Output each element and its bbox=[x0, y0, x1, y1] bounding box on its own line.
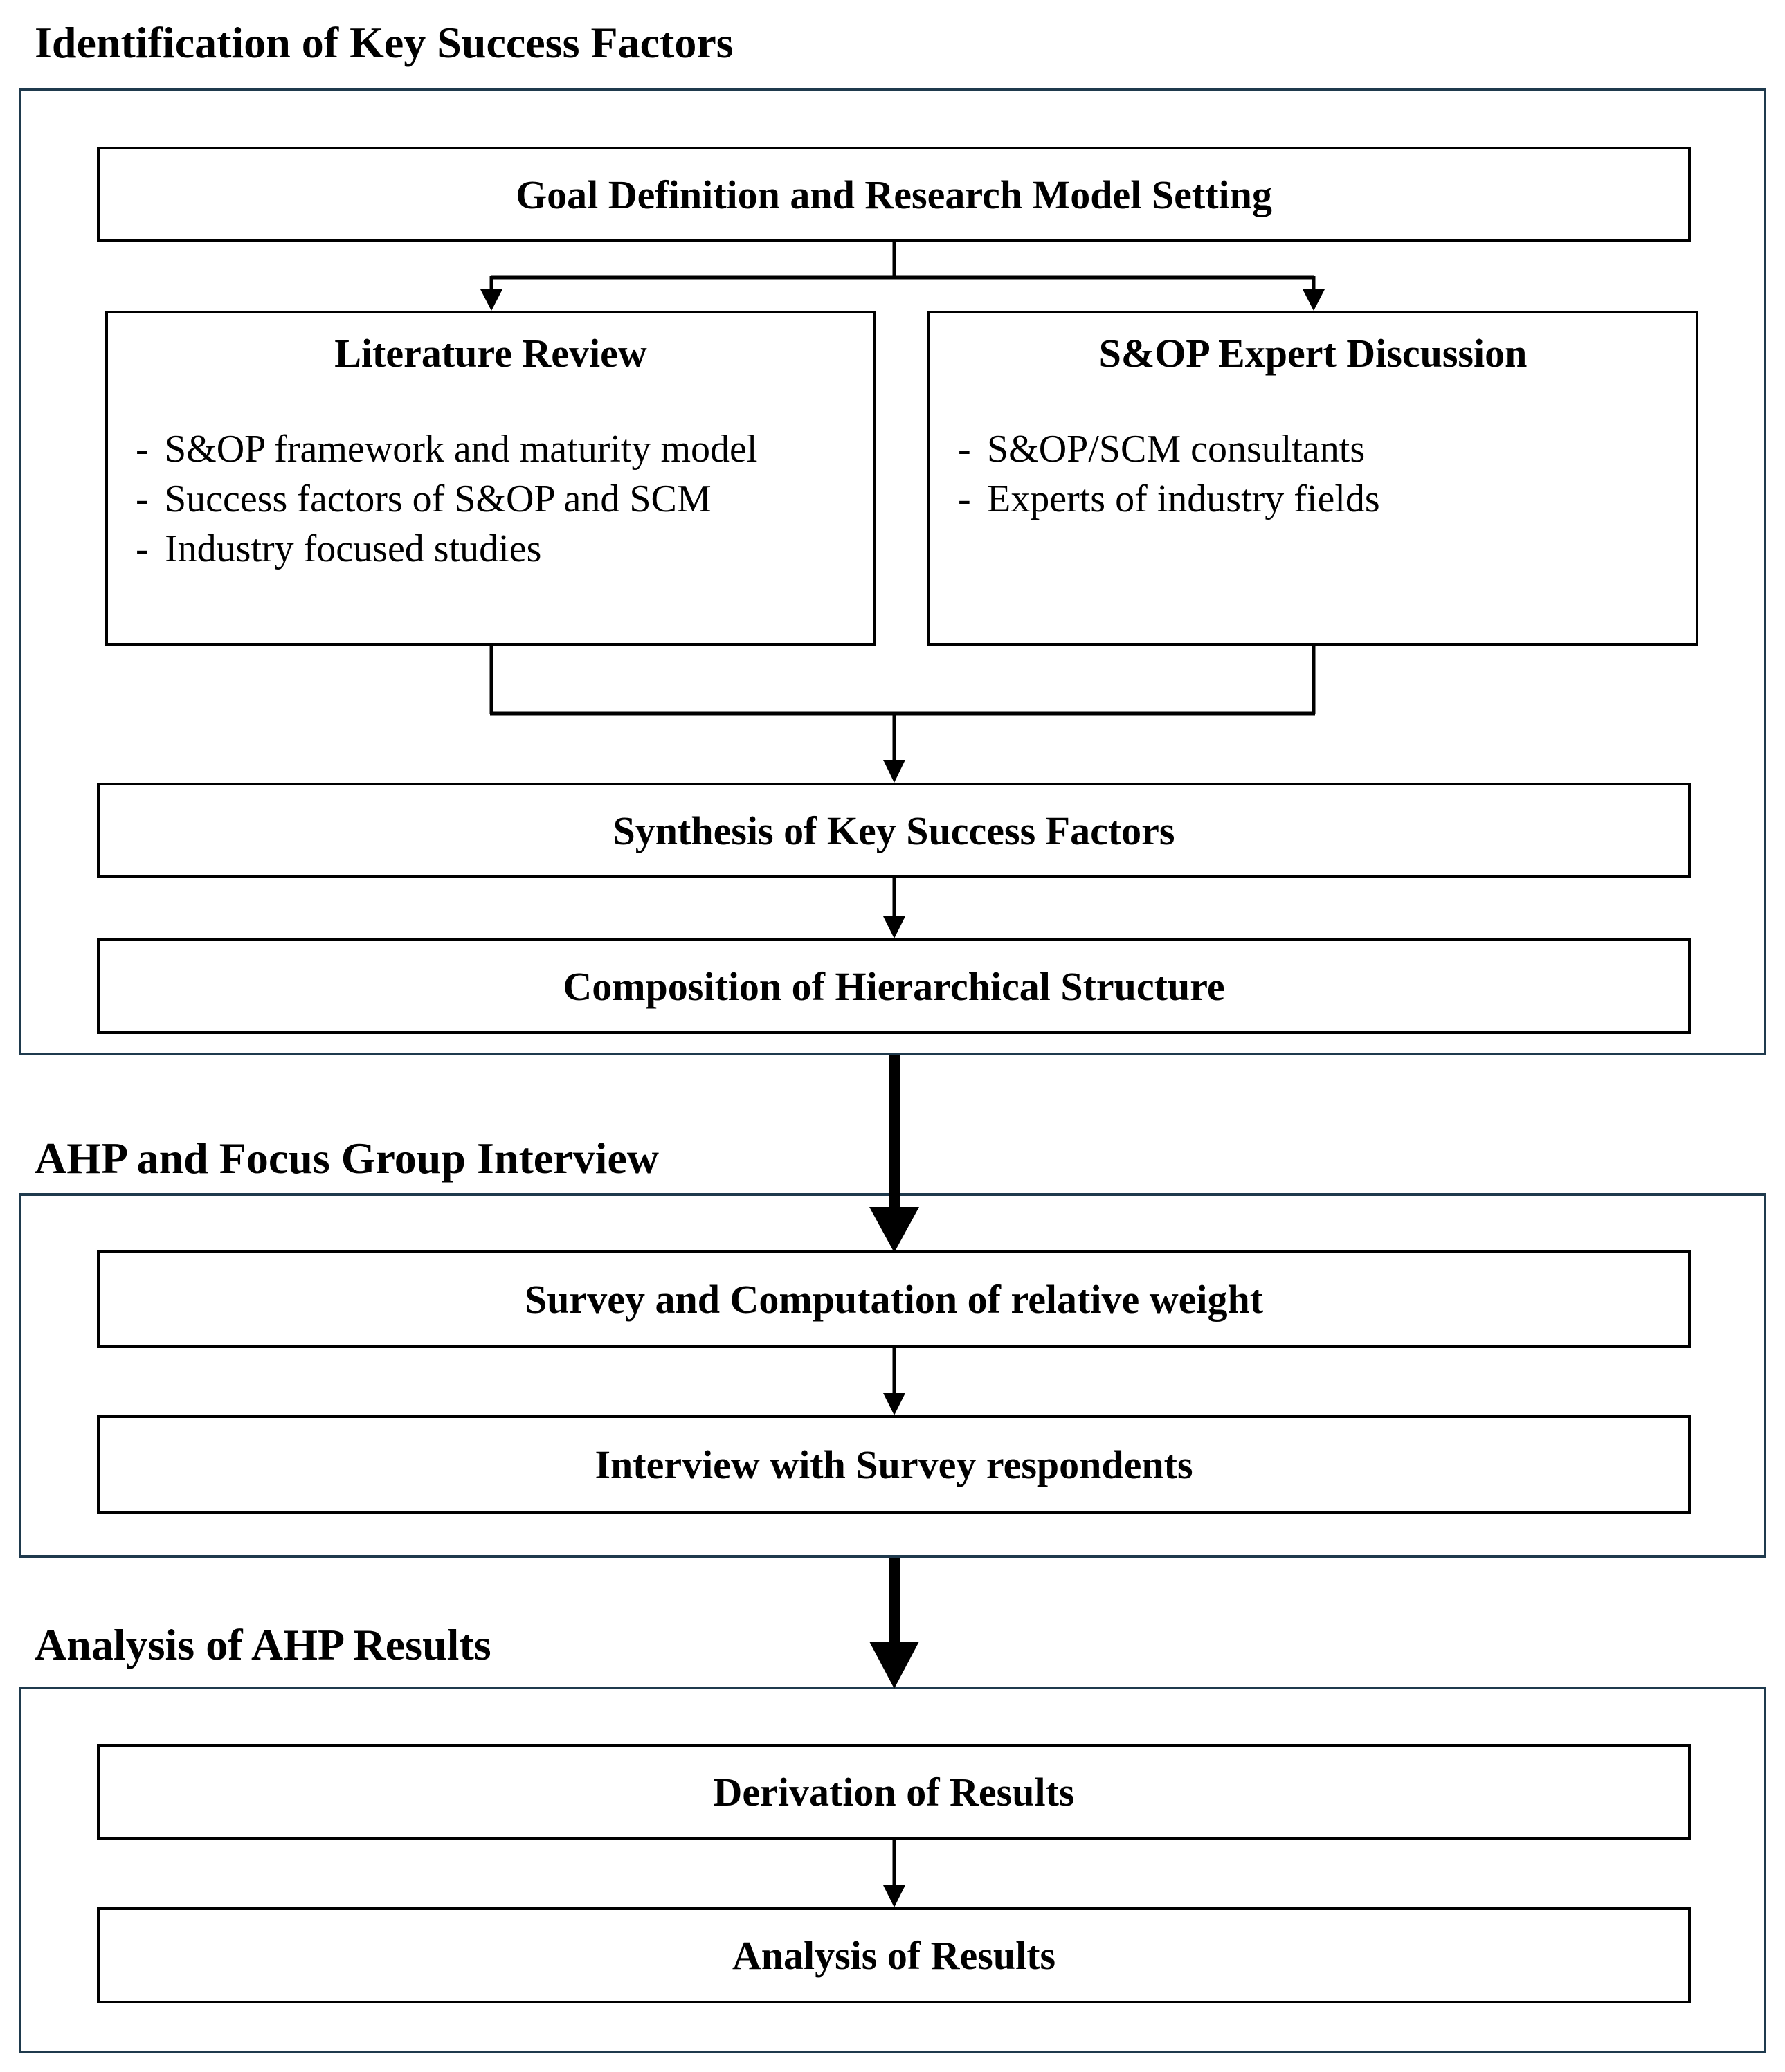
synthesis-box: Synthesis of Key Success Factors bbox=[97, 783, 1691, 878]
section-title-identification: Identification of Key Success Factors bbox=[35, 18, 734, 67]
literature-review-list: -S&OP framework and maturity model -Succ… bbox=[136, 424, 760, 574]
list-item: -Industry focused studies bbox=[136, 527, 542, 570]
expert-discussion-title: S&OP Expert Discussion bbox=[1098, 331, 1528, 376]
analysis-frame bbox=[19, 1687, 1766, 2053]
arrow-to-synthesis bbox=[883, 760, 905, 783]
arrow-to-survey bbox=[869, 1207, 919, 1253]
list-item: -Experts of industry fields bbox=[958, 478, 1380, 520]
arrow-to-composition bbox=[883, 916, 905, 938]
survey-box: Survey and Computation of relative weigh… bbox=[97, 1250, 1691, 1348]
arrow-to-analysis-section bbox=[869, 1642, 919, 1689]
arrow-to-analysis-results bbox=[883, 1885, 905, 1907]
list-item: -S&OP/SCM consultants bbox=[958, 428, 1366, 471]
expert-discussion-list: -S&OP/SCM consultants -Experts of indust… bbox=[958, 424, 1380, 524]
composition-box: Composition of Hierarchical Structure bbox=[97, 938, 1691, 1034]
list-item: -S&OP framework and maturity model bbox=[136, 428, 758, 471]
expert-discussion-box: S&OP Expert Discussion -S&OP/SCM consult… bbox=[927, 311, 1698, 646]
derivation-box: Derivation of Results bbox=[97, 1744, 1691, 1840]
literature-review-box: Literature Review -S&OP framework and ma… bbox=[105, 311, 876, 646]
analysis-results-box: Analysis of Results bbox=[97, 1907, 1691, 2003]
goal-definition-box: Goal Definition and Research Model Setti… bbox=[97, 147, 1691, 242]
interview-box: Interview with Survey respondents bbox=[97, 1415, 1691, 1514]
section-title-analysis: Analysis of AHP Results bbox=[35, 1620, 491, 1669]
arrow-to-expert bbox=[1303, 289, 1325, 311]
literature-review-title: Literature Review bbox=[334, 331, 647, 376]
section-title-ahp: AHP and Focus Group Interview bbox=[35, 1134, 659, 1183]
arrow-to-literature bbox=[480, 289, 502, 311]
identification-frame bbox=[19, 88, 1766, 1055]
list-item: -Success factors of S&OP and SCM bbox=[136, 478, 712, 520]
arrow-to-interview bbox=[883, 1393, 905, 1415]
